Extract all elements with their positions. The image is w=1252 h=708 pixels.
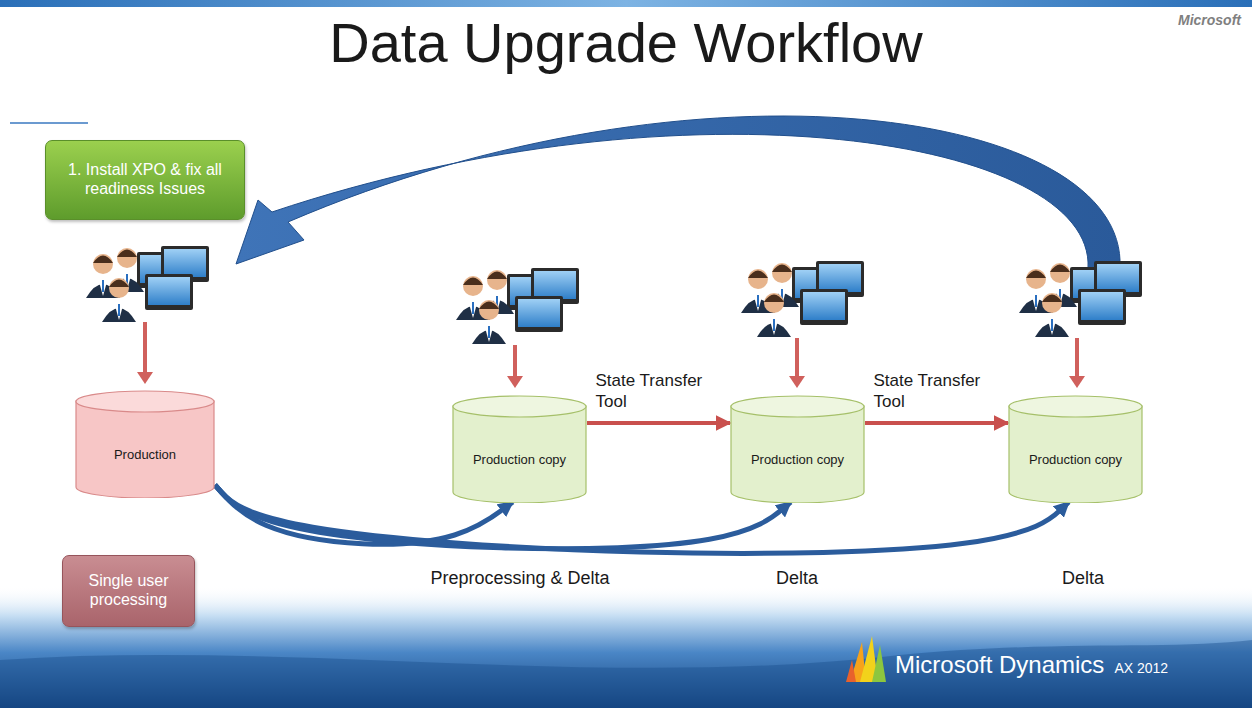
node-text: Production copy [751, 452, 844, 467]
node-text: Production copy [473, 452, 566, 467]
node-text: Production copy [1029, 452, 1122, 467]
users-icon [741, 261, 864, 337]
bottom-wave [0, 640, 1252, 708]
database-cylinder: Production copy [452, 395, 587, 503]
phase-label: Delta [773, 568, 821, 589]
top-band [0, 0, 1252, 7]
cylinder-shape [730, 395, 865, 503]
access-arrow [513, 345, 517, 378]
product-version: AX 2012 [1111, 660, 1171, 676]
phase-label: Delta [1059, 568, 1107, 589]
access-arrow [795, 338, 799, 378]
accent-line [10, 122, 88, 124]
access-arrow-head [137, 372, 153, 384]
database-cylinder: Production copy [730, 395, 865, 503]
dynamics-logo [846, 636, 886, 682]
access-arrow-head [789, 376, 805, 388]
step-box: 1. Install XPO & fix all readiness Issue… [45, 140, 245, 220]
node-text: Single user processing [70, 572, 187, 610]
copy-arrow [215, 485, 1069, 553]
edge-label: State Transfer Tool [594, 370, 724, 413]
product-logo-text: Microsoft Dynamics [892, 651, 1107, 679]
access-arrow-head [1069, 376, 1085, 388]
users-icon [86, 246, 209, 322]
slide-title: Data Upgrade Workflow [0, 10, 1252, 75]
cylinder-shape [75, 390, 215, 498]
transfer-arrow [587, 421, 730, 425]
database-cylinder: Production copy [1008, 395, 1143, 503]
access-arrow [143, 322, 147, 374]
users-icon [1019, 261, 1142, 337]
cylinder-shape [1008, 395, 1143, 503]
node-text: Production [114, 447, 176, 462]
access-arrow [1075, 338, 1079, 378]
transfer-arrow [865, 421, 1008, 425]
access-arrow-head [507, 376, 523, 388]
loop-arrow [236, 116, 1120, 268]
edge-label: State Transfer Tool [872, 370, 1002, 413]
phase-label: Preprocessing & Delta [427, 568, 612, 589]
mode-box: Single user processing [62, 555, 195, 627]
database-cylinder: Production [75, 390, 215, 498]
cylinder-shape [452, 395, 587, 503]
brand-mark: Microsoft [1175, 12, 1244, 28]
node-text: 1. Install XPO & fix all readiness Issue… [55, 161, 235, 199]
users-icon [456, 268, 579, 344]
